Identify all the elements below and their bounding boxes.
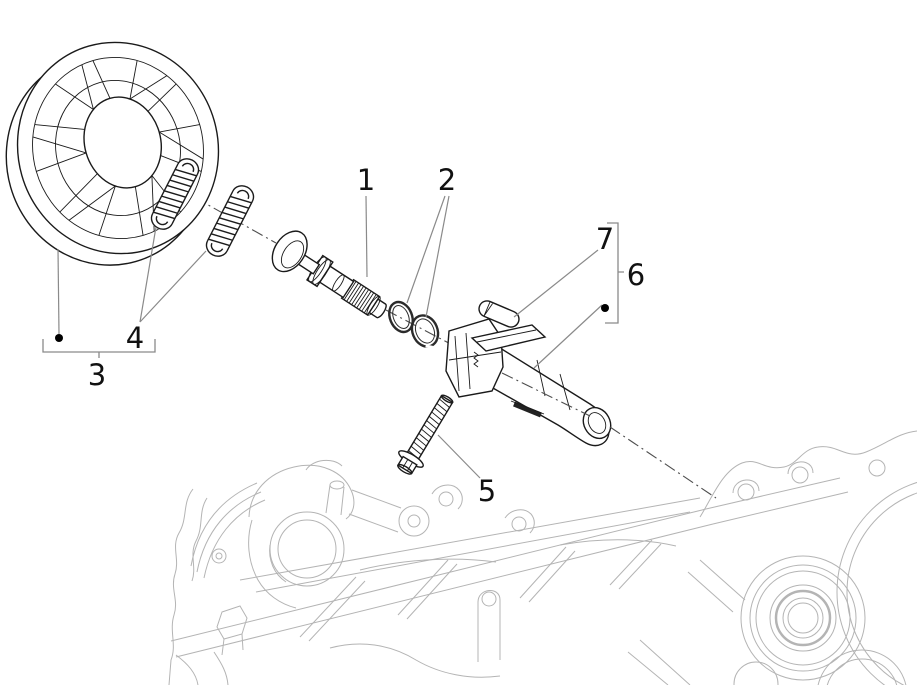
bracket-6: [605, 222, 624, 324]
o-ring-large-drawing: [410, 314, 440, 349]
leader-line-3-dot: [57, 248, 60, 335]
brake-lever-drawing: [445, 318, 612, 447]
o-ring-small-drawing: [388, 300, 414, 334]
leader-line-6-dot: [533, 304, 603, 369]
callout-label-2: 2: [438, 163, 456, 197]
leader-line-4: [139, 226, 207, 323]
leader-line-7: [513, 249, 599, 318]
assembly-axis-line-front: [501, 372, 717, 499]
callout-label-7: 7: [596, 222, 614, 256]
crankcase-ghost-drawing: [168, 430, 917, 685]
callout-label-3: 3: [88, 358, 106, 392]
leader-line-5: [437, 434, 481, 479]
pin-drawing: [478, 300, 520, 328]
reference-dot-left: [55, 334, 63, 342]
bracket-3: [42, 339, 156, 358]
camshaft-drawing: [271, 230, 387, 319]
callout-leaders: [42, 195, 624, 479]
reference-dot-right: [601, 304, 609, 312]
callout-label-5: 5: [478, 474, 496, 508]
leader-line-1: [365, 195, 368, 278]
flange-bolt-drawing: [397, 394, 454, 475]
callout-label-6: 6: [627, 258, 645, 292]
leader-line-2: [406, 195, 450, 318]
callout-label-1: 1: [357, 163, 375, 197]
callout-label-4: 4: [126, 321, 144, 355]
